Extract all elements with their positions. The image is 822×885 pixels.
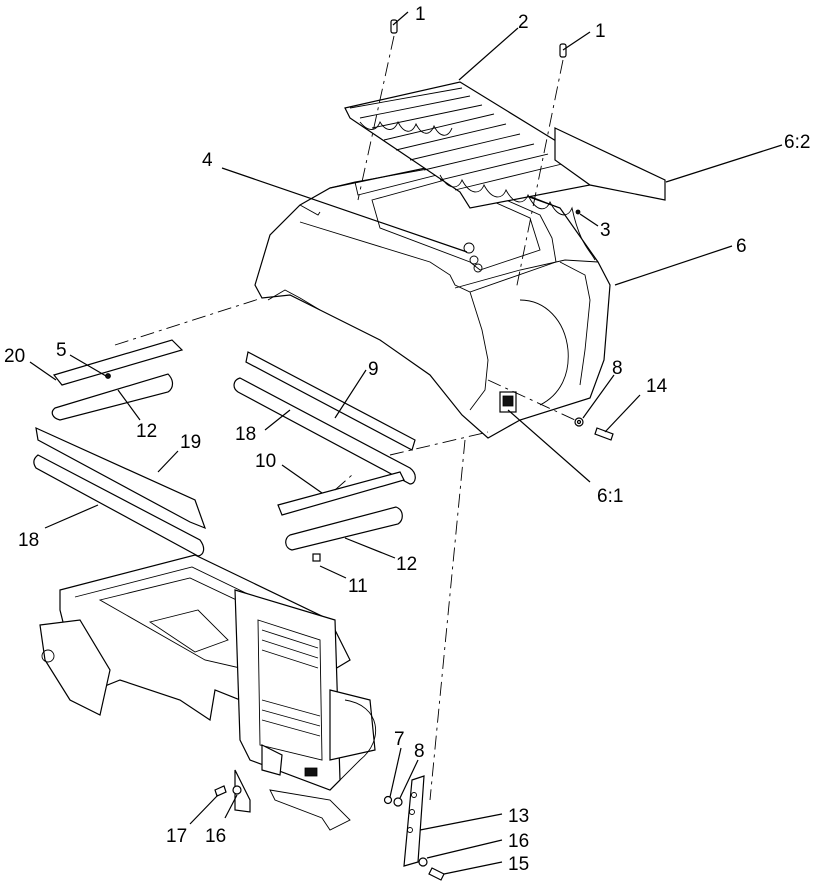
callout-label: 8 (414, 741, 425, 762)
middle-rails (233, 351, 416, 562)
leader-lines (29, 11, 783, 875)
decal-panel (554, 127, 666, 201)
right-hardware (214, 417, 614, 881)
callout-label: 1 (595, 21, 606, 42)
callout-label: 12 (396, 554, 417, 575)
callout-label: 3 (600, 220, 611, 241)
callout-label: 12 (136, 421, 157, 442)
hood-cover (254, 164, 611, 439)
callout-labels: 1 2 1 6:2 4 3 6 20 5 9 12 18 19 8 14 10 … (4, 4, 810, 875)
center-lines (114, 35, 576, 801)
callout-label: 16 (508, 831, 529, 852)
callout-label: 7 (394, 729, 405, 750)
left-rails (33, 339, 207, 557)
callout-label: 18 (235, 424, 256, 445)
callout-label: 1 (415, 4, 426, 25)
callout-label: 11 (348, 576, 368, 597)
callout-label: 5 (56, 340, 67, 361)
callout-label: 6:1 (597, 486, 623, 507)
callout-label: 6 (736, 236, 747, 257)
callout-label: 19 (180, 432, 201, 453)
callout-label: 18 (18, 530, 39, 551)
callout-label: 13 (508, 806, 529, 827)
callout-label: 2 (518, 12, 529, 33)
callout-label: 8 (612, 358, 623, 379)
chassis-frame (39, 554, 376, 831)
top-grille (344, 81, 601, 261)
callout-label: 20 (4, 346, 25, 367)
callout-label: 4 (202, 150, 213, 171)
callout-label: 17 (166, 826, 187, 847)
callout-label: 10 (255, 451, 276, 472)
callout-label: 15 (508, 854, 529, 875)
callout-label: 16 (205, 826, 226, 847)
callout-label: 14 (646, 376, 668, 397)
callout-label: 6:2 (784, 132, 810, 153)
callout-label: 9 (368, 359, 379, 380)
